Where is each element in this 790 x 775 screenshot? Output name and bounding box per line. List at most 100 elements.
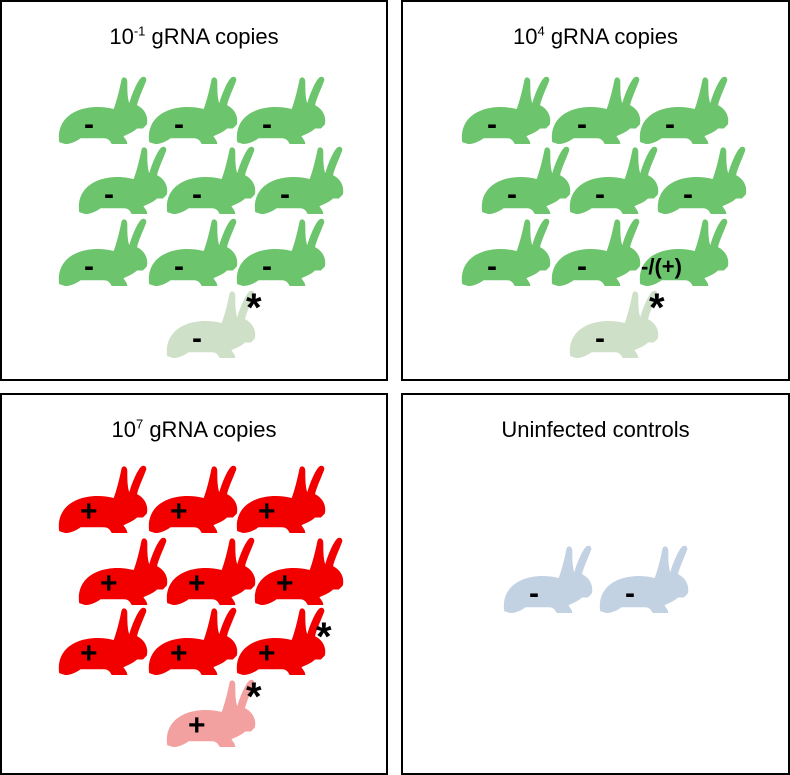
- infection-status-label: -: [487, 250, 497, 283]
- infection-status-label: +: [276, 567, 294, 600]
- rabbit-icon: +: [74, 535, 170, 607]
- rabbit-icon: +: [54, 605, 150, 677]
- rabbit-icon: +: [54, 463, 150, 535]
- rabbit-shape: [254, 537, 344, 606]
- rabbit-icon: -*: [565, 288, 665, 360]
- rabbit-shape: [148, 607, 238, 676]
- rabbit-icon: -*: [162, 288, 262, 360]
- infection-status-label: +: [170, 637, 188, 670]
- rabbit-shape: [481, 146, 571, 215]
- panel-title: 104 gRNA copies: [403, 24, 788, 50]
- rabbit-shape: [166, 290, 256, 359]
- infection-status-label: -: [529, 577, 539, 610]
- rabbit-icon: -: [232, 74, 328, 146]
- rabbit-icon: -/(+): [635, 216, 731, 288]
- infection-status-label: -: [84, 108, 94, 141]
- rabbit-icon: +: [144, 463, 240, 535]
- infection-status-label: -: [192, 178, 202, 211]
- rabbit-shape: [148, 218, 238, 287]
- panel-2: 104 gRNA copies - - - - - - - - -/(+) -*: [401, 0, 790, 381]
- title-base: 10: [111, 417, 136, 442]
- infection-status-label: -: [577, 250, 587, 283]
- rabbit-shape: [236, 76, 326, 145]
- infection-status-label: -: [595, 322, 605, 355]
- rabbit-shape: [599, 545, 689, 614]
- rabbit-icon: -: [547, 216, 643, 288]
- rabbit-shape: [254, 146, 344, 215]
- rabbit-shape: [569, 290, 659, 359]
- infection-status-label: +: [258, 495, 276, 528]
- rabbit-icon: -: [144, 216, 240, 288]
- infection-status-label: -: [665, 108, 675, 141]
- infection-status-label: -: [595, 178, 605, 211]
- rabbit-icon: +*: [232, 605, 332, 677]
- panel-title: Uninfected controls: [403, 417, 788, 443]
- rabbit-icon: +: [144, 605, 240, 677]
- rabbit-icon: -: [54, 74, 150, 146]
- rabbit-icon: -: [74, 144, 170, 216]
- infection-status-label: -: [192, 322, 202, 355]
- title-sup: 7: [135, 416, 144, 432]
- rabbit-shape: [78, 146, 168, 215]
- rabbit-shape: [657, 146, 747, 215]
- rabbit-icon: -: [547, 74, 643, 146]
- title-base: 10: [512, 24, 538, 49]
- title-rest: gRNA copies: [143, 417, 277, 442]
- infection-status-label: -: [262, 250, 272, 283]
- rabbit-icon: -: [477, 144, 573, 216]
- rabbit-shape: [58, 218, 148, 287]
- rabbit-icon: +: [162, 535, 258, 607]
- rabbit-icon: -: [457, 216, 553, 288]
- panel-4: Uninfected controls - -: [401, 393, 790, 775]
- asterisk-marker: *: [316, 615, 332, 659]
- rabbit-shape: [148, 76, 238, 145]
- infection-status-label: +: [188, 567, 206, 600]
- rabbit-shape: [166, 537, 256, 606]
- infection-status-label: +: [80, 495, 98, 528]
- rabbit-shape: [166, 679, 256, 748]
- rabbit-icon: -: [144, 74, 240, 146]
- asterisk-marker: *: [246, 286, 262, 330]
- rabbit-icon: -: [565, 144, 661, 216]
- rabbit-shape: [569, 146, 659, 215]
- panel-title: 10-1 gRNA copies: [2, 24, 386, 50]
- rabbit-shape: [461, 218, 551, 287]
- infection-status-label: -: [507, 178, 517, 211]
- infection-status-label: -: [262, 108, 272, 141]
- rabbit-shape: [503, 545, 593, 614]
- rabbit-icon: -: [54, 216, 150, 288]
- rabbit-shape: [58, 607, 148, 676]
- panel-1: 10-1 gRNA copies ----------*: [0, 0, 388, 381]
- rabbit-icon: +*: [162, 677, 262, 749]
- title-base: Uninfected controls: [501, 417, 690, 442]
- rabbit-shape: [639, 218, 729, 287]
- panel-title: 107 gRNA copies: [2, 417, 386, 443]
- infection-status-label: -: [280, 178, 290, 211]
- infection-status-label: -/(+): [641, 254, 682, 279]
- infection-status-label: -: [625, 577, 635, 610]
- infection-status-label: -: [487, 108, 497, 141]
- rabbit-icon: -: [635, 74, 731, 146]
- infection-status-label: +: [80, 637, 98, 670]
- rabbit-icon: -: [595, 543, 691, 615]
- infection-status-label: +: [170, 495, 188, 528]
- rabbit-icon: -: [232, 216, 328, 288]
- rabbit-shape: [461, 76, 551, 145]
- panel-3: 107 gRNA copies + + + + + + + + +*+*: [0, 393, 388, 775]
- rabbit-shape: [639, 76, 729, 145]
- infection-status-label: +: [100, 567, 118, 600]
- asterisk-marker: *: [246, 675, 262, 719]
- rabbit-shape: [58, 76, 148, 145]
- rabbit-icon: -: [457, 74, 553, 146]
- infection-status-label: -: [174, 250, 184, 283]
- infection-status-label: -: [577, 108, 587, 141]
- infection-status-label: -: [104, 178, 114, 211]
- rabbit-shape: [148, 465, 238, 534]
- title-sup: -1: [133, 23, 146, 39]
- infection-status-label: -: [84, 250, 94, 283]
- rabbit-shape: [58, 465, 148, 534]
- rabbit-icon: -: [162, 144, 258, 216]
- rabbit-shape: [236, 465, 326, 534]
- rabbit-shape: [78, 537, 168, 606]
- rabbit-icon: -: [250, 144, 346, 216]
